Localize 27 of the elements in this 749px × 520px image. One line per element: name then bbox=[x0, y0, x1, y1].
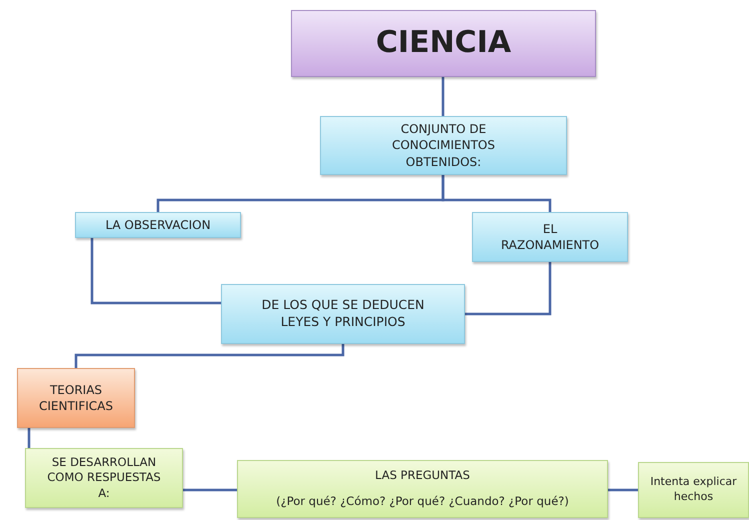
connector-line bbox=[183, 488, 237, 492]
connector-line bbox=[90, 238, 221, 304]
concept-box bbox=[472, 212, 628, 262]
node-text: LAS PREGUNTAS bbox=[375, 468, 470, 484]
concept-box bbox=[17, 368, 135, 428]
node-text: Intenta explicar hechos bbox=[649, 475, 738, 505]
concept-box bbox=[320, 116, 567, 175]
connector-line bbox=[442, 175, 552, 212]
node-text: CIENCIA bbox=[376, 24, 512, 62]
concept-box bbox=[237, 460, 608, 518]
concept-box bbox=[75, 212, 241, 238]
node-text: DE LOS QUE SE DEDUCEN LEYES Y PRINCIPIOS bbox=[260, 297, 426, 331]
node-text: (¿Por qué? ¿Cómo? ¿Por qué? ¿Cuando? ¿Por qué?) bbox=[276, 494, 569, 510]
node-text: CONJUNTO DE CONOCIMIENTOS OBTENIDOS: bbox=[390, 121, 496, 170]
connector-line bbox=[28, 428, 30, 448]
concept-box bbox=[25, 448, 183, 508]
node-text: TEORIAS CIENTIFICAS bbox=[38, 382, 114, 414]
node-text: LA OBSERVACION bbox=[105, 216, 211, 234]
node-text: SE DESARROLLAN COMO RESPUESTAS A: bbox=[46, 454, 162, 502]
connector-line bbox=[442, 77, 444, 116]
node-text: EL RAZONAMIENTO bbox=[500, 220, 600, 254]
concept-box bbox=[638, 462, 749, 518]
connector-line bbox=[608, 488, 638, 492]
title-box bbox=[291, 10, 596, 77]
concept-box bbox=[221, 284, 465, 344]
connector-line bbox=[465, 262, 552, 316]
connector-line bbox=[74, 344, 344, 368]
